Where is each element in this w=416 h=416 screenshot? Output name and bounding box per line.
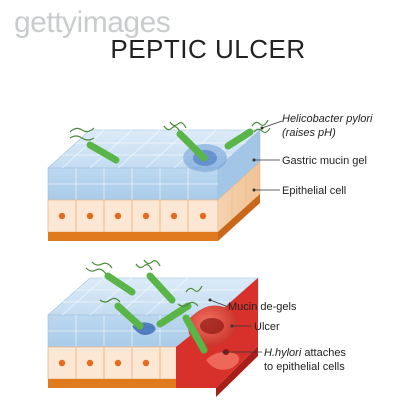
- label-ulcer: Ulcer: [254, 321, 280, 333]
- label-helicobacter: Helicobacter pylori: [282, 113, 373, 125]
- top-bacterium-2: [163, 121, 208, 162]
- bottom-bacterium-1: [85, 261, 136, 296]
- top-epithelial-row: [47, 199, 219, 233]
- bottom-bacterium-5: [177, 301, 208, 354]
- label-epithelial-cell: Epithelial cell: [282, 185, 346, 197]
- top-bacterium-3: [224, 119, 271, 150]
- bottom-bacterium-2: [135, 259, 176, 304]
- bottom-bacterium-3: [99, 297, 144, 330]
- bottom-tissue-block: Mucin de-gels Ulcer H.hylori attaches to…: [47, 259, 346, 397]
- top-label-connectors: [254, 120, 283, 191]
- diagram-title: PEPTIC ULCER: [110, 34, 306, 64]
- top-tissue-block: Helicobacter pylori (raises pH) Gastric …: [47, 113, 373, 241]
- label-attaches-species: H.hylori: [264, 347, 302, 359]
- bottom-bacterium-4: [156, 285, 203, 328]
- label-gastric-mucin: Gastric mucin gel: [282, 155, 367, 167]
- label-raises-ph: (raises pH): [282, 127, 336, 139]
- label-attaches-rest: attaches: [301, 347, 346, 359]
- watermark-logo: gettyimages: [14, 6, 171, 39]
- label-attaches: H.hylori attaches: [264, 347, 346, 359]
- label-mucin-degels: Mucin de-gels: [228, 301, 297, 313]
- bottom-label-connectors: [209, 299, 262, 353]
- label-to-epithelial: to epithelial cells: [264, 361, 345, 373]
- ulcer-region: [176, 278, 258, 397]
- top-base-layer: [48, 232, 218, 241]
- bottom-base-layer: [48, 379, 216, 388]
- top-bacterium-1: [69, 127, 120, 164]
